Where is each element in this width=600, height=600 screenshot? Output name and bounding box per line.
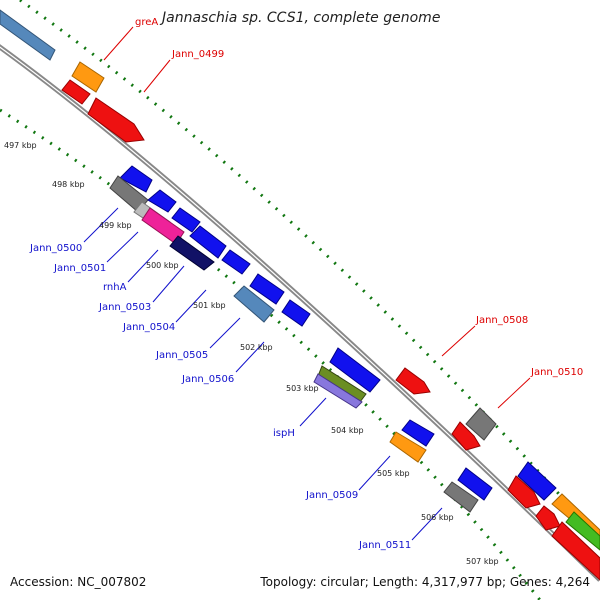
- gene-arrow[interactable]: [169, 235, 215, 271]
- tick-label: 500 kbp: [146, 261, 179, 270]
- gene-label-jann-0509[interactable]: Jann_0509: [305, 490, 358, 501]
- leader-line: [143, 59, 171, 93]
- gene-label-jann-0508[interactable]: Jann_0508: [475, 315, 528, 326]
- gene-arrow[interactable]: [119, 165, 153, 193]
- gene-label-jann-0504[interactable]: Jann_0504: [122, 322, 175, 333]
- leader-line: [411, 507, 443, 541]
- gene-label-jann-0499[interactable]: Jann_0499: [171, 49, 224, 60]
- gene-arrow[interactable]: [389, 431, 427, 463]
- leader-line: [299, 397, 327, 427]
- leader-line: [175, 289, 207, 323]
- tick-label: 506 kbp: [421, 513, 454, 522]
- tick-label: 502 kbp: [240, 343, 273, 352]
- gene-arrow[interactable]: [221, 249, 251, 275]
- tick-label: 503 kbp: [286, 384, 319, 393]
- gene-arrow[interactable]: [61, 79, 91, 105]
- gene-arrow[interactable]: [507, 475, 541, 509]
- gene-arrow[interactable]: [249, 273, 285, 305]
- gene-arrow[interactable]: [171, 207, 201, 233]
- leader-line: [103, 26, 134, 61]
- scale-labels: 497 kbp 498 kbp 499 kbp 500 kbp 501 kbp …: [4, 141, 499, 566]
- gene-label-jann-0500[interactable]: Jann_0500: [29, 243, 82, 254]
- reverse-genes: [109, 165, 493, 513]
- gene-arrow[interactable]: [465, 407, 497, 441]
- tick-label: 501 kbp: [193, 301, 226, 310]
- topology-text: Topology: circular; Length: 4,317,977 bp…: [260, 575, 590, 589]
- tick-ring-inner: [0, 108, 542, 600]
- gene-label-grea[interactable]: greA: [135, 17, 158, 28]
- tick-label: 497 kbp: [4, 141, 37, 150]
- gene-label-isph[interactable]: ispH: [273, 428, 295, 439]
- gene-arrow[interactable]: [313, 373, 363, 409]
- gene-arrow[interactable]: [189, 225, 227, 259]
- gene-label-jann-0503[interactable]: Jann_0503: [98, 302, 151, 313]
- gene-label-jann-0501[interactable]: Jann_0501: [53, 263, 106, 274]
- tick-label: 505 kbp: [377, 469, 410, 478]
- gene-arrow[interactable]: [147, 189, 177, 213]
- gene-arrow[interactable]: [395, 367, 431, 395]
- gene-arrow[interactable]: [551, 521, 600, 581]
- gene-label-jann-0505[interactable]: Jann_0505: [155, 350, 208, 361]
- leader-line: [209, 317, 241, 349]
- backbone-line: [0, 46, 600, 581]
- gene-arrow[interactable]: [457, 467, 493, 501]
- gene-arrow[interactable]: [517, 461, 557, 501]
- label-leaders: [83, 26, 531, 541]
- tick-label: 504 kbp: [331, 426, 364, 435]
- tick-ring-outer: [19, 0, 600, 541]
- leader-line: [497, 377, 531, 409]
- gene-label-rnha[interactable]: rnhA: [103, 282, 127, 293]
- gene-arrow[interactable]: [0, 9, 56, 61]
- reverse-labels: Jann_0500 Jann_0501 rnhA Jann_0503 Jann_…: [29, 243, 411, 551]
- gene-arrow[interactable]: [401, 419, 435, 447]
- gene-label-jann-0510[interactable]: Jann_0510: [530, 367, 583, 378]
- gene-arrow[interactable]: [87, 97, 145, 143]
- genome-title: Jannaschia sp. CCS1, complete genome: [162, 10, 441, 26]
- gene-arrow[interactable]: [535, 505, 561, 531]
- leader-line: [152, 265, 185, 303]
- forward-labels: greA Jann_0499 Jann_0508 Jann_0510: [135, 17, 583, 378]
- gene-arrow[interactable]: [281, 299, 311, 327]
- leader-line: [83, 207, 119, 243]
- gene-label-jann-0506[interactable]: Jann_0506: [181, 374, 234, 385]
- tick-label: 499 kbp: [99, 221, 132, 230]
- leader-line: [127, 249, 159, 283]
- gene-arrow[interactable]: [233, 285, 275, 323]
- forward-genes: [0, 9, 600, 581]
- gene-label-jann-0511[interactable]: Jann_0511: [358, 540, 411, 551]
- leader-line: [358, 455, 391, 491]
- accession-text: Accession: NC_007802: [10, 575, 147, 589]
- leader-line: [441, 325, 476, 357]
- tick-label: 507 kbp: [466, 557, 499, 566]
- tick-label: 498 kbp: [52, 180, 85, 189]
- leader-line: [106, 231, 139, 263]
- gene-arrow[interactable]: [71, 61, 105, 93]
- gene-arrow[interactable]: [443, 481, 479, 513]
- gene-arrow[interactable]: [451, 421, 481, 451]
- gene-arrow[interactable]: [329, 347, 381, 393]
- gene-arrow[interactable]: [565, 511, 600, 551]
- leader-line: [235, 341, 265, 373]
